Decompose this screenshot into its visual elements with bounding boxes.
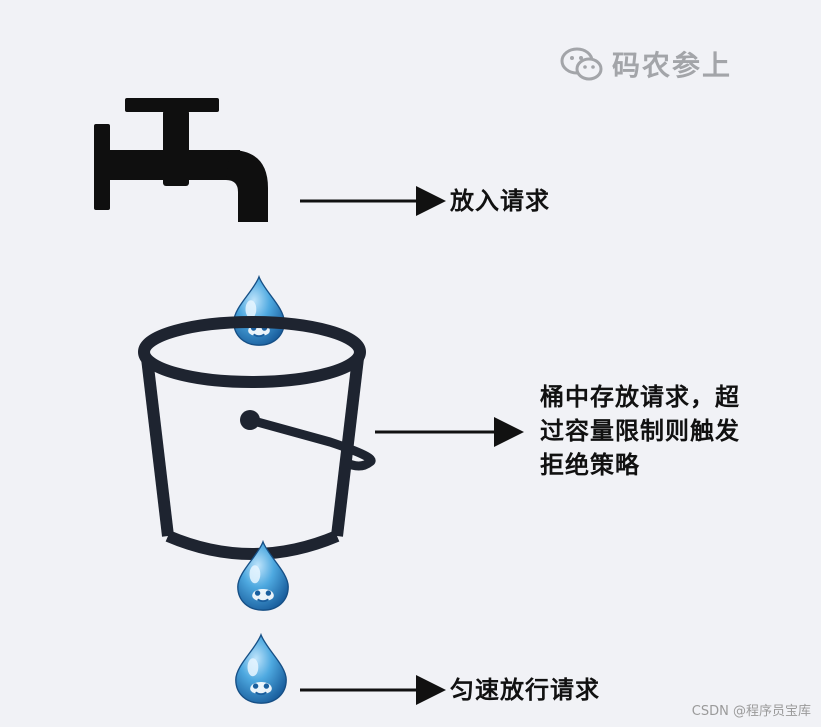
water-drop-icon-bottom — [234, 633, 288, 705]
footer-credit: CSDN @程序员宝库 — [691, 704, 811, 719]
watermark: 码农参上 — [560, 44, 732, 84]
faucet-label: 放入请求 — [450, 187, 550, 215]
watermark-text: 码农参上 — [612, 49, 733, 82]
bucket-handle-knob — [240, 410, 260, 430]
bucket-label-line-3: 拒绝策略 — [540, 451, 640, 479]
bucket-icon — [138, 316, 376, 560]
water-drop-icon-top — [232, 275, 286, 347]
bucket-label-line-2: 过容量限制则触发 — [540, 417, 740, 445]
drop-label: 匀速放行请求 — [450, 676, 600, 704]
faucet-icon — [94, 98, 268, 222]
wechat-icon — [560, 47, 603, 81]
bucket-label-line-1: 桶中存放请求，超 — [540, 383, 740, 411]
